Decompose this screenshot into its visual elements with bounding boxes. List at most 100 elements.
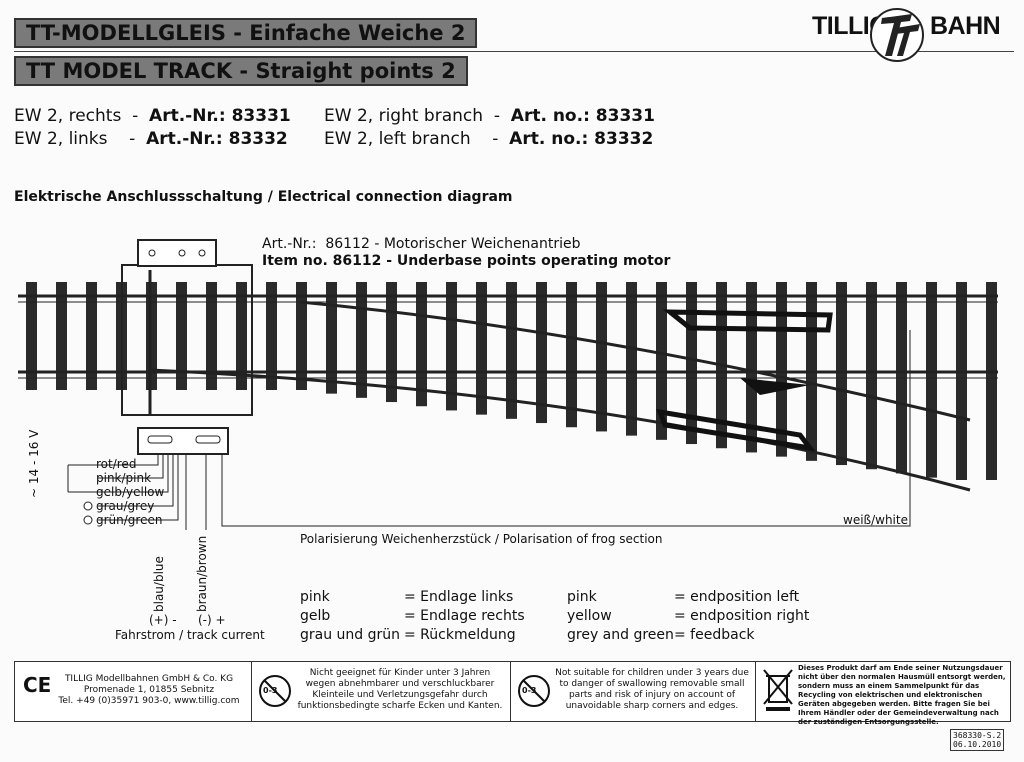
frog-polarisation-label: Polarisierung Weichenherzstück / Polaris… [300,532,663,546]
voltage-label: ~ 14 - 16 V [27,429,41,498]
wire-label-brown: braun/brown [195,535,209,612]
title-german-name: Einfache Weiche 2 [249,21,466,45]
wire-label-blue: blau/blue [152,556,166,612]
legend-german-colors: pink gelb grau und grün [300,589,401,643]
track-plus-minus: (+) - [149,613,177,627]
sleeper [506,282,517,419]
warning-german-text: Nicht geeignet für Kinder unter 3 Jahren… [297,668,503,711]
title-english: TT MODEL TRACK - Straight points 2 [14,56,468,86]
voltage-bracket [67,464,98,493]
legend-german-meanings: = Endlage links = Endlage rechts = Rückm… [404,589,525,643]
article-english-right: EW 2, right branch - [324,106,511,126]
diverging-rail-outer [149,368,971,492]
section-title: Elektrische Anschlussschaltung / Electri… [14,189,513,205]
logo-text-right: BAHN [930,12,1001,40]
mount-slot-icon [147,435,173,444]
sleeper [266,282,277,390]
mount-hole-icon [198,249,206,257]
artno-label: Art. no.: [509,129,595,149]
sleeper [746,282,757,453]
wire-label-grey: grau/grey [96,499,155,513]
title-english-name: Straight points 2 [255,59,456,83]
artnr-right-value: 83331 [231,106,291,126]
title-german: TT-MODELLGLEIS - Einfache Weiche 2 [14,18,478,48]
sleeper [206,282,217,390]
sleeper [56,282,67,390]
frog [740,378,810,395]
sleeper [776,282,787,457]
artnr-label: Art.-Nr.: [149,106,232,126]
article-english: EW 2, right branch - Art. no.: 83331 EW … [324,105,655,151]
sleeper [296,282,307,390]
article-german-left: EW 2, links - [14,129,147,149]
sleeper [236,282,247,390]
stamp-code: 368330-S.2 [953,731,1002,740]
sleeper [26,282,37,390]
age-warning-icon [518,675,550,707]
track-current-label: Fahrstrom / track current [115,628,265,642]
wire-label-green: grün/green [96,513,163,527]
stamp-date: 06.10.2010 [953,740,1002,749]
sleeper [176,282,187,390]
check-rail-top [662,309,833,333]
tt-emblem-icon [870,8,924,62]
warning-english-text: Not suitable for children under 3 years … [555,668,749,711]
title-english-prefix: TT MODEL TRACK - [26,59,256,83]
connection-wires [98,330,911,530]
title-german-prefix: TT-MODELLGLEIS - [26,21,250,45]
mount-hole-icon [178,249,186,257]
motor-label: Art.-Nr.: 86112 - Motorischer Weichenant… [262,236,670,270]
footer-disposal: Dieses Produkt darf am Ende seiner Nutzu… [756,662,1010,726]
wire-label-pink: pink/pink [96,471,152,485]
tillig-bahn-logo: TILLIG BAHN [812,8,1001,62]
wire-label-yellow: gelb/yellow [96,485,165,499]
weee-bin-icon [763,669,793,711]
sleeper [566,282,577,428]
sleeper [656,282,667,440]
mount-hole-icon [148,249,156,257]
artno-left-value: 83332 [594,129,654,149]
track-diagram [18,239,998,530]
company-address: Promenade 1, 01855 Sebnitz [83,685,215,695]
sleeper [476,282,487,415]
company-name: TILLIG Modellbahnen GmbH & Co. KG [64,674,234,684]
disposal-text: Dieses Produkt darf am Ende seiner Nutzu… [798,664,1006,726]
sleeper [956,282,967,480]
footer-warning-english: 0-3 Not suitable for children under 3 ye… [511,662,756,721]
article-german-right: EW 2, rechts - [14,106,150,126]
legend-english-meanings: = endposition left = endposition right =… [674,589,810,643]
sleeper [536,282,547,424]
sleeper [356,282,367,398]
artnr-left-value: 83332 [228,129,288,149]
motor-top-mount [137,239,217,267]
ce-mark: CE [23,673,52,697]
sleeper [596,282,607,432]
company-contact: Tel. +49 (0)35971 903-0, www.tillig.com [58,696,240,706]
age-symbol-text: 0-3 [263,686,278,695]
sleeper [416,282,427,407]
sleeper [686,282,697,445]
document-stamp: 368330-S.2 06.10.2010 [950,729,1005,751]
wire-label-red: rot/red [96,457,137,471]
footer-company: CE TILLIG Modellbahnen GmbH & Co. KG Pro… [15,662,252,721]
sleeper [836,282,847,466]
motor-bottom-mount [137,427,229,455]
check-rail-bottom [656,408,816,452]
footer-warning-german: 0-3 Nicht geeignet für Kinder unter 3 Ja… [252,662,511,721]
motor-label-line2: Item no. 86112 - Underbase points operat… [262,253,671,269]
footer: CE TILLIG Modellbahnen GmbH & Co. KG Pro… [14,661,1011,726]
age-warning-icon [259,675,291,707]
legend-english-colors: pink yellow grey and green [567,589,674,643]
motor-label-line1: Art.-Nr.: 86112 - Motorischer Weichenant… [262,236,581,252]
sleeper [446,282,457,411]
artno-right-value: 83331 [595,106,655,126]
sleeper [386,282,397,403]
sleeper [986,282,997,480]
sleeper [926,282,937,478]
header-rule [14,51,1014,52]
sleeper [866,282,877,470]
artnr-label: Art.-Nr.: [146,129,229,149]
sleeper [626,282,637,436]
terminal-icons [83,501,93,525]
track-minus-plus: (-) + [198,613,226,627]
